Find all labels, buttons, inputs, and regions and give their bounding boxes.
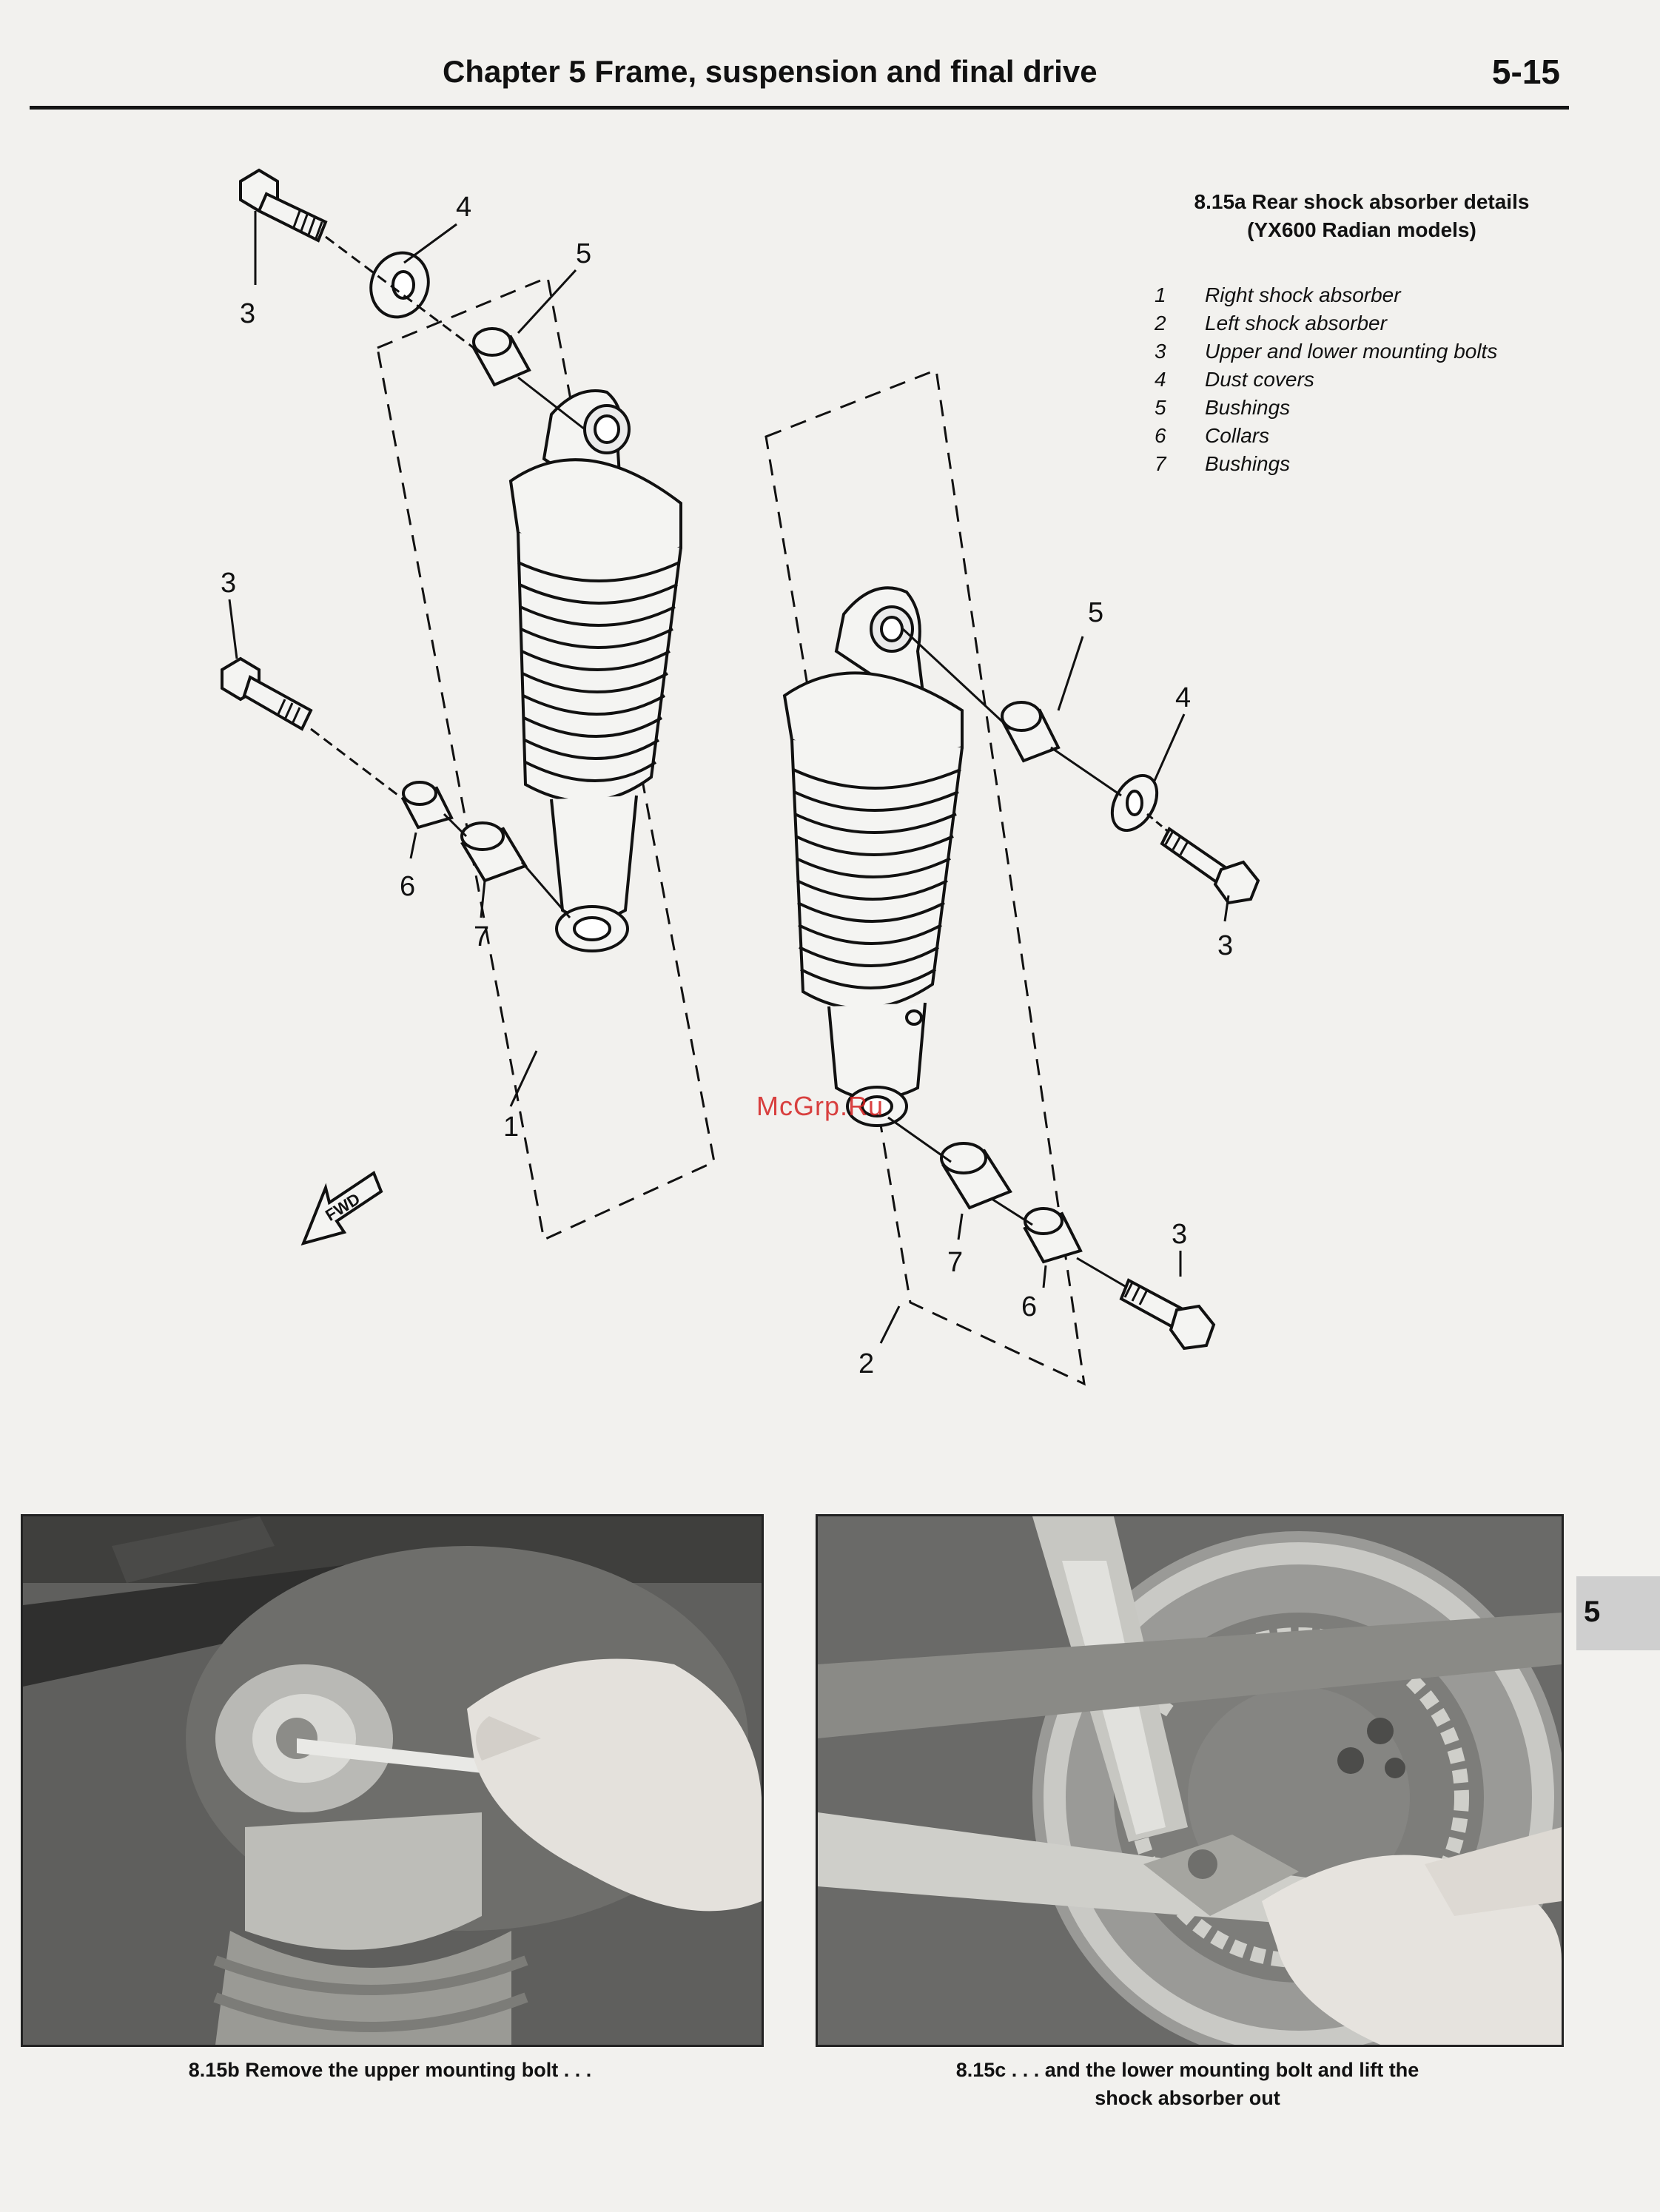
right-shock-dashed-outline (376, 275, 716, 1242)
figure-815a-title: 8.15a Rear shock absorber details (YX600… (1132, 188, 1591, 244)
caption-815c-line1: 8.15c . . . and the lower mounting bolt … (955, 2059, 1419, 2081)
photo-lower-mounting-bolt (816, 1514, 1564, 2047)
callout-3-upper-left: 3 (1217, 930, 1233, 961)
right-collar (401, 781, 454, 830)
lower-left-bolt (1119, 1278, 1216, 1351)
callout-3-lower-right: 3 (221, 568, 236, 599)
chapter-tab-label: 5 (1584, 1596, 1601, 1628)
callout-1: 1 (503, 1112, 519, 1143)
callout-5-lower: 5 (1088, 597, 1103, 628)
callout-7-right: 7 (474, 921, 489, 952)
lower-bushing (1001, 701, 1061, 763)
upper-dust-cover (369, 251, 430, 319)
figure-815a-title-line2: (YX600 Radian models) (1247, 218, 1476, 241)
chapter-tab (1576, 1576, 1660, 1650)
callout-5-upper: 5 (576, 238, 591, 269)
upper-right-bolt (239, 168, 328, 243)
callout-6-left: 6 (1021, 1291, 1037, 1322)
upper-left-bolt (1160, 827, 1260, 905)
left-collar (1023, 1207, 1083, 1264)
callout-4-lower: 4 (1175, 682, 1191, 713)
figure-815a-title-line1: 8.15a Rear shock absorber details (1194, 190, 1530, 213)
chapter-title: Chapter 5 Frame, suspension and final dr… (443, 54, 1098, 89)
left-bushing-7 (940, 1142, 1012, 1210)
callout-3-upper-right: 3 (240, 298, 255, 329)
callout-2: 2 (858, 1348, 874, 1379)
watermark: McGrp.Ru (756, 1091, 884, 1121)
shock-absorber-exploded-diagram: 3 4 5 3 6 7 1 5 4 3 7 6 3 2 FWD (221, 168, 1260, 1386)
lower-right-bolt (221, 656, 313, 731)
caption-815b: 8.15b Remove the upper mounting bolt . .… (188, 2059, 592, 2081)
callout-4-upper: 4 (456, 192, 471, 223)
page-number: 5-15 (1491, 53, 1560, 91)
caption-815c-line2: shock absorber out (1095, 2087, 1280, 2109)
photo-upper-mounting-bolt (21, 1514, 764, 2047)
right-shock-absorber (508, 389, 682, 952)
forward-arrow-icon: FWD (300, 1170, 383, 1245)
callout-3-lower-left: 3 (1172, 1219, 1187, 1250)
header-rule (30, 106, 1569, 110)
left-shock-absorber (782, 586, 964, 1127)
upper-bushing (471, 327, 531, 387)
right-bushing-7 (460, 821, 528, 883)
callout-6-right: 6 (400, 871, 415, 902)
caption-815c: 8.15c . . . and the lower mounting bolt … (816, 2056, 1559, 2112)
callout-7-left: 7 (947, 1247, 963, 1278)
